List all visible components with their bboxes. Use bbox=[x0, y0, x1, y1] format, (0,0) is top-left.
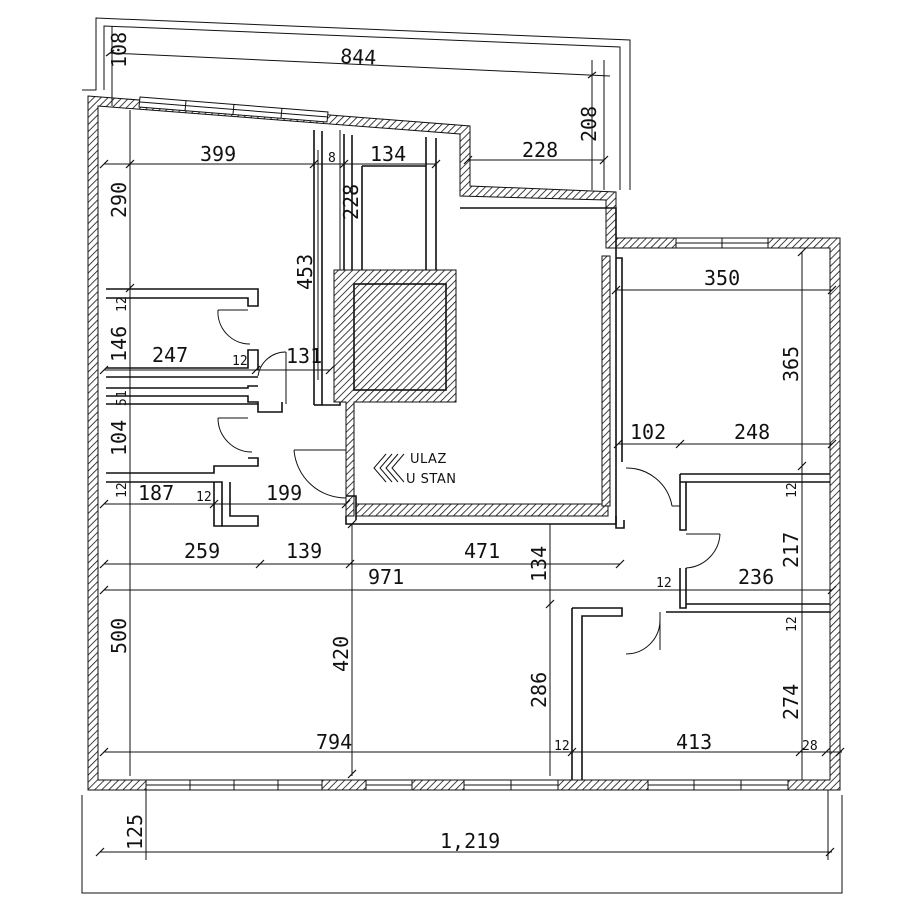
door-room-e bbox=[625, 467, 680, 507]
dim-bath-height: 228 bbox=[339, 184, 363, 220]
window-bottom-2 bbox=[365, 779, 413, 791]
dim-room-s-height: 274 bbox=[779, 684, 803, 720]
dimension-lines bbox=[95, 26, 845, 860]
dim-living-width-c: 471 bbox=[464, 539, 500, 563]
exterior-walls bbox=[87, 95, 841, 791]
dim-wall-12-c: 12 bbox=[115, 482, 130, 498]
dim-wall-12-g: 12 bbox=[785, 616, 800, 632]
dim-wall-12-h: 12 bbox=[554, 739, 570, 754]
dim-room-nw-width: 399 bbox=[200, 142, 236, 166]
dim-living-width-b: 139 bbox=[286, 539, 322, 563]
dim-total-width: 971 bbox=[368, 565, 404, 589]
interior-walls bbox=[106, 130, 830, 780]
entrance-label-line2: U STAN bbox=[406, 472, 456, 487]
door-wc bbox=[217, 309, 251, 345]
door-room-s bbox=[625, 612, 661, 655]
dim-bottom-terrace-height: 125 bbox=[123, 814, 147, 850]
doors bbox=[217, 309, 721, 655]
dim-wall-12-f: 12 bbox=[656, 576, 672, 591]
door-room-se bbox=[685, 533, 721, 569]
dim-room-se-width: 236 bbox=[738, 565, 774, 589]
dim-dining-height: 286 bbox=[527, 672, 551, 708]
door-corridor bbox=[257, 351, 287, 404]
dim-room-w-width: 187 bbox=[138, 481, 174, 505]
dim-wall-51: 51 bbox=[115, 390, 130, 406]
dim-storage-height: 104 bbox=[107, 420, 131, 456]
dim-room-s-width: 413 bbox=[676, 730, 712, 754]
dim-wall-12-e: 12 bbox=[785, 482, 800, 498]
terrace-bottom bbox=[81, 795, 843, 894]
dim-corridor-width: 247 bbox=[152, 343, 188, 367]
dim-wall-8: 8 bbox=[328, 151, 336, 166]
dim-hall-width: 131 bbox=[286, 344, 322, 368]
dim-bath-width: 134 bbox=[370, 142, 406, 166]
dim-terrace-right-height: 208 bbox=[577, 106, 601, 142]
dim-wall-12-b: 12 bbox=[232, 354, 248, 369]
window-top bbox=[138, 96, 329, 123]
dim-room-ne-height: 365 bbox=[779, 346, 803, 382]
windows bbox=[138, 96, 789, 791]
dim-vestibule-width: 199 bbox=[266, 481, 302, 505]
dim-living-length: 794 bbox=[316, 730, 352, 754]
dim-kitchen-height: 420 bbox=[329, 636, 353, 672]
dim-living-height: 500 bbox=[107, 618, 131, 654]
entrance-label-line1: ULAZ bbox=[410, 452, 447, 467]
dim-closet-width: 102 bbox=[630, 420, 666, 444]
dim-room-e-width: 248 bbox=[734, 420, 770, 444]
dim-top-terrace-width: 844 bbox=[340, 44, 377, 70]
dim-room-ne-width: 350 bbox=[704, 266, 740, 290]
dim-wc-height: 146 bbox=[107, 326, 131, 362]
door-entrance bbox=[293, 449, 347, 499]
terrace-top bbox=[82, 17, 631, 190]
dim-living-width-a: 259 bbox=[184, 539, 220, 563]
dimension-labels: 108 844 208 228 399 8 134 228 290 453 35… bbox=[107, 32, 818, 853]
window-bottom-3 bbox=[463, 779, 559, 791]
dim-wall-12-a: 12 bbox=[115, 296, 130, 312]
dim-terrace-right-width: 228 bbox=[522, 138, 558, 162]
dim-top-terrace-height: 108 bbox=[107, 32, 131, 68]
dim-hall-height: 453 bbox=[293, 254, 317, 290]
double-chevron-left-icon bbox=[373, 453, 405, 483]
window-bottom-1 bbox=[145, 779, 323, 791]
window-bottom-4 bbox=[647, 779, 789, 791]
dim-room-se-height: 217 bbox=[779, 532, 803, 568]
dim-wall-12-d: 12 bbox=[196, 490, 212, 505]
dim-bottom-terrace-width: 1,219 bbox=[440, 829, 500, 853]
window-ne bbox=[675, 237, 769, 249]
dim-room-nw-height: 290 bbox=[107, 182, 131, 218]
dim-wall-28: 28 bbox=[802, 739, 818, 754]
dim-stair-height: 134 bbox=[527, 546, 551, 582]
entrance-marker: ULAZ U STAN bbox=[373, 452, 456, 487]
door-storage bbox=[217, 417, 253, 453]
